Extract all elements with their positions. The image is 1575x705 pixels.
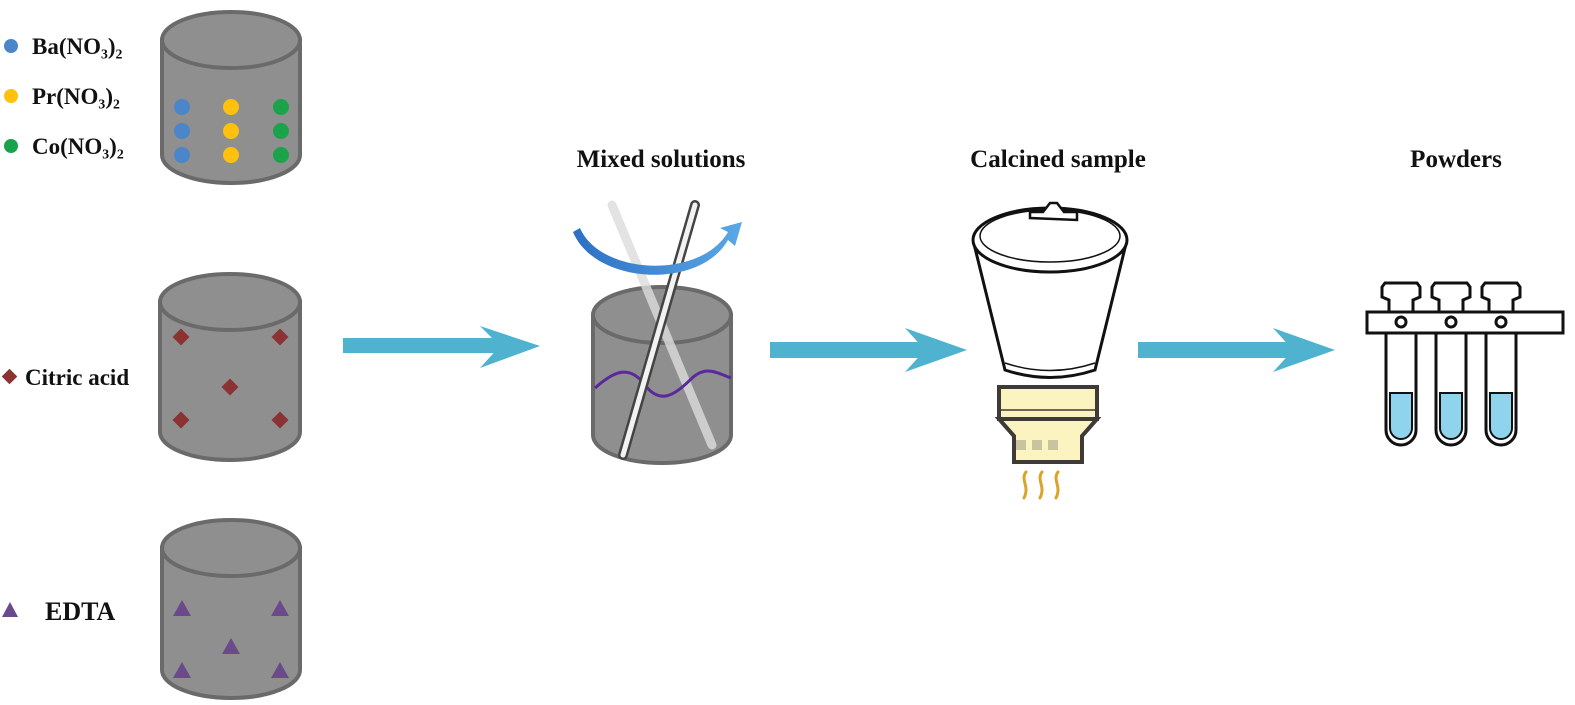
co-dot-icon (4, 139, 18, 153)
ba-dot-icon (4, 39, 18, 53)
tube-rack (1365, 310, 1565, 335)
test-tube (1480, 281, 1522, 447)
edta-label: EDTA (45, 597, 116, 626)
crucible-icon (971, 201, 1129, 379)
stir-rotation-arrow-icon (573, 222, 742, 275)
step-title-calcined: Calcined sample (970, 146, 1146, 173)
citric-diamond-icon (1, 368, 18, 385)
beaker-edta (160, 518, 302, 700)
co-label: Co(NO₃)₂ (32, 134, 124, 159)
edta-triangle-icon (2, 602, 18, 617)
citric-label: Citric acid (25, 365, 129, 390)
beaker-citric-acid (158, 272, 302, 462)
beaker-nitrates (160, 10, 302, 185)
step-title-mixed: Mixed solutions (577, 146, 746, 173)
solution-wave (593, 369, 732, 398)
ba-label: Ba(NO₃)₂ (32, 34, 123, 59)
test-tube (1430, 281, 1472, 447)
test-tubes-icon (1365, 281, 1565, 447)
pr-label: Pr(NO₃)₂ (32, 84, 120, 109)
heat-waves-icon (1022, 470, 1060, 500)
arrow-3 (1138, 328, 1335, 372)
pr-dot-icon (4, 89, 18, 103)
arrow-2 (770, 328, 967, 372)
arrow-1 (343, 326, 540, 368)
legend-nitrates: Ba(NO₃)₂ Pr(NO₃)₂ Co(NO₃)₂ (4, 34, 124, 159)
step-title-powders: Powders (1410, 146, 1502, 173)
test-tube (1380, 281, 1422, 447)
beaker-mixed (573, 200, 742, 465)
heater-icon (994, 385, 1102, 464)
